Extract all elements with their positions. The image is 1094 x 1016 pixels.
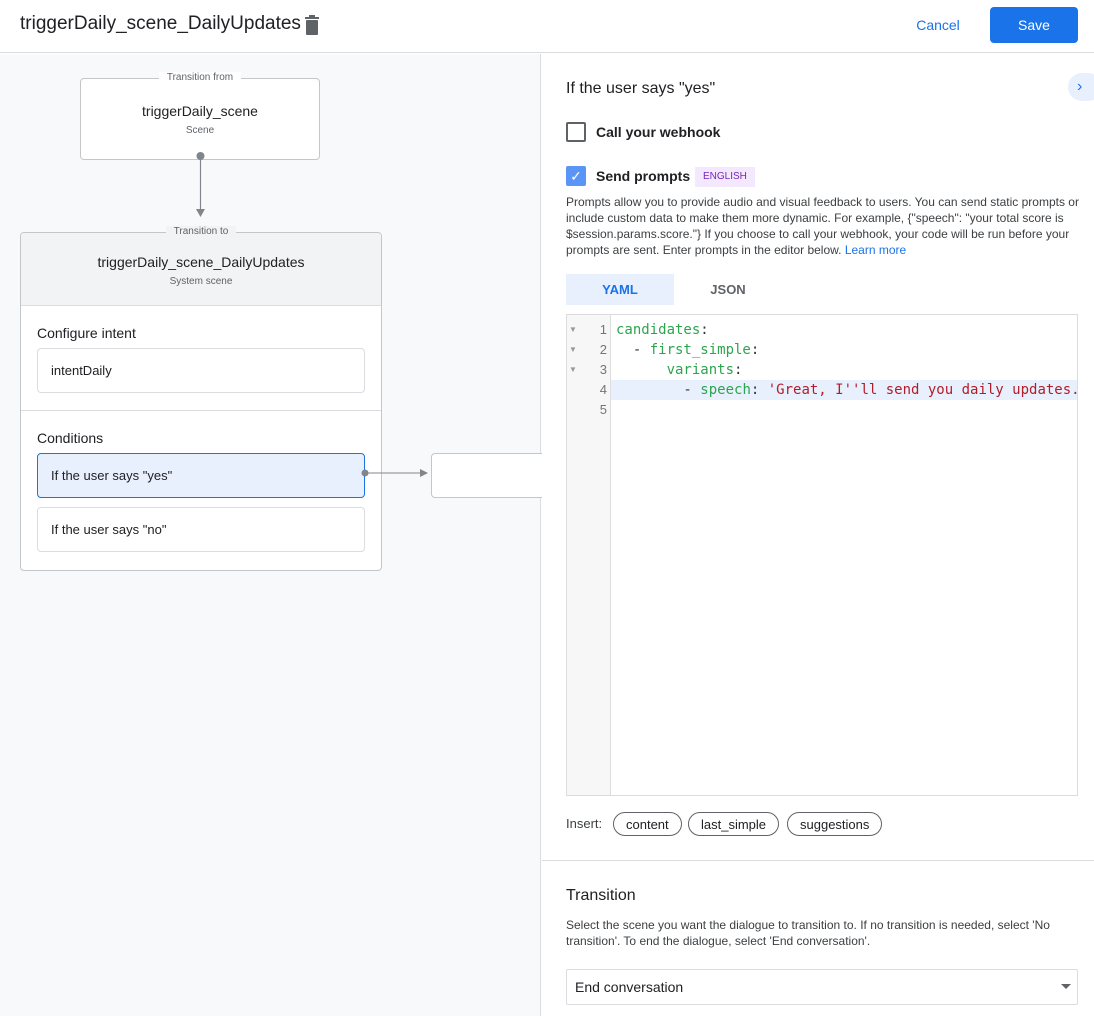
from-scene-name: triggerDaily_scene [142, 103, 258, 119]
fold-icon: ▼ [569, 365, 577, 374]
cancel-button[interactable]: Cancel [916, 17, 960, 33]
detail-panel: › If the user says "yes" Call your webho… [542, 54, 1094, 1016]
condition-no[interactable]: If the user says "no" [37, 507, 365, 552]
transition-description: Select the scene you want the dialogue t… [566, 918, 1050, 948]
code-line: - first_simple: [616, 342, 760, 358]
from-scene-type: Scene [185, 125, 215, 136]
conditions-label: Conditions [37, 430, 104, 446]
prompts-label: Send prompts [596, 168, 691, 184]
webhook-checkbox[interactable] [566, 122, 586, 142]
insert-label: Insert: [566, 816, 603, 831]
transition-title: Transition [566, 887, 636, 904]
connector-arrow [196, 152, 205, 217]
transition-select-value: End conversation [575, 979, 684, 995]
language-badge: ENGLISH [695, 167, 755, 187]
transition-to-legend: Transition to [165, 226, 237, 237]
tab-yaml[interactable]: YAML [566, 274, 674, 305]
fold-icon: ▼ [569, 325, 577, 334]
to-scene-type: System scene [169, 276, 233, 287]
empty-target-node[interactable] [431, 453, 551, 498]
to-scene-name: triggerDaily_scene_DailyUpdates [97, 254, 305, 270]
code-editor[interactable]: ▼1 ▼2 ▼3 4 5 candidates: - first_simple:… [566, 314, 1078, 796]
description-text: Prompts allow you to provide audio and v… [566, 195, 1079, 257]
dropdown-arrow-icon [1061, 984, 1071, 989]
transition-from-node[interactable]: Transition from triggerDaily_scene Scene [80, 72, 320, 160]
trash-icon[interactable] [304, 15, 320, 35]
page-title: triggerDaily_scene_DailyUpdates [20, 13, 301, 34]
editor-content[interactable]: candidates: - first_simple: variants: - … [611, 315, 1077, 795]
webhook-label: Call your webhook [596, 124, 721, 140]
save-button[interactable]: Save [990, 7, 1078, 43]
prompts-description: Prompts allow you to provide audio and v… [566, 194, 1082, 258]
condition-yes[interactable]: If the user says "yes" [37, 453, 365, 498]
insert-chip-content[interactable]: content [613, 812, 682, 836]
flow-canvas: Transition from triggerDaily_scene Scene… [0, 54, 551, 1016]
transition-select[interactable]: End conversation [566, 969, 1078, 1005]
code-line: variants: [666, 362, 743, 378]
editor-gutter: ▼1 ▼2 ▼3 4 5 [567, 315, 611, 795]
intent-item[interactable]: intentDaily [37, 348, 365, 393]
panel-title: If the user says "yes" [566, 80, 716, 97]
insert-chip-last-simple[interactable]: last_simple [688, 812, 780, 836]
learn-more-link[interactable]: Learn more [844, 243, 907, 257]
code-line-active: - speech: 'Great, I''ll send you daily u… [611, 380, 1077, 400]
transition-from-legend: Transition from [158, 72, 242, 83]
header: triggerDaily_scene_DailyUpdates Cancel S… [0, 0, 1094, 53]
tab-json[interactable]: JSON [710, 282, 746, 297]
condition-connector [361, 469, 428, 477]
collapse-panel-chevron-icon[interactable]: › [1068, 73, 1094, 101]
configure-intent-label: Configure intent [37, 325, 136, 341]
code-line: candidates: [616, 322, 709, 338]
prompts-checkbox[interactable]: ✓ [566, 166, 586, 186]
insert-chip-suggestions[interactable]: suggestions [787, 812, 883, 836]
fold-icon: ▼ [569, 345, 577, 354]
transition-to-node: Transition to triggerDaily_scene_DailyUp… [20, 226, 382, 571]
